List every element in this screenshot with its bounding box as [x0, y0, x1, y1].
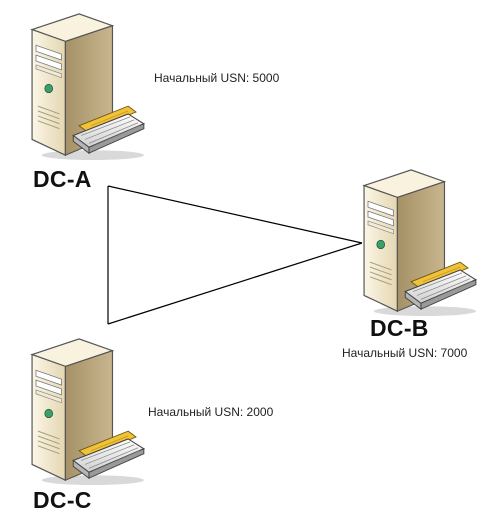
- dc-c-usn: Начальный USN: 2000: [148, 405, 274, 419]
- link-dc-a-dc-b: [107, 185, 363, 244]
- dc-b-name: DC-B: [370, 315, 429, 341]
- server-dc-b[interactable]: [354, 166, 482, 318]
- dc-a-name: DC-A: [33, 166, 92, 192]
- tower-server-icon: [363, 169, 477, 317]
- tower-server-icon: [31, 338, 145, 486]
- server-dc-a[interactable]: [22, 10, 150, 162]
- tower-server-icon: [31, 13, 145, 161]
- server-dc-c[interactable]: [22, 335, 150, 487]
- dc-b-usn: Начальный USN: 7000: [342, 346, 468, 360]
- dc-a-usn: Начальный USN: 5000: [154, 71, 280, 85]
- dc-c-name: DC-C: [33, 487, 92, 513]
- link-dc-b-dc-c: [107, 242, 363, 325]
